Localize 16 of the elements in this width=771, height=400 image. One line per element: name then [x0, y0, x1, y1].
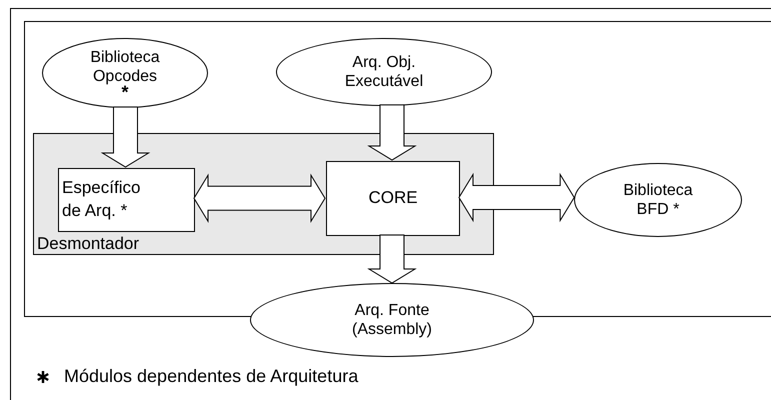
block-arrow: [100, 106, 150, 168]
node-label: CORE: [367, 188, 419, 207]
node-label: Específico de Arq. *: [62, 177, 142, 222]
node-label: Arq. Fonte (Assembly): [350, 301, 433, 339]
process-box: [58, 168, 195, 232]
node-label: Arq. Obj. Executável: [344, 53, 424, 91]
node-label: *: [121, 86, 128, 98]
block-arrow: [367, 104, 417, 161]
block-arrow: [458, 172, 575, 222]
node-label: Biblioteca BFD *: [622, 181, 694, 219]
group-title: Desmontador: [37, 234, 140, 253]
block-arrow: [193, 173, 326, 224]
node-label: Biblioteca Opcodes: [89, 48, 161, 86]
block-arrow: [367, 234, 417, 284]
process-box: [326, 161, 460, 236]
legend-label: Módulos dependentes de Arquitetura: [64, 366, 358, 387]
